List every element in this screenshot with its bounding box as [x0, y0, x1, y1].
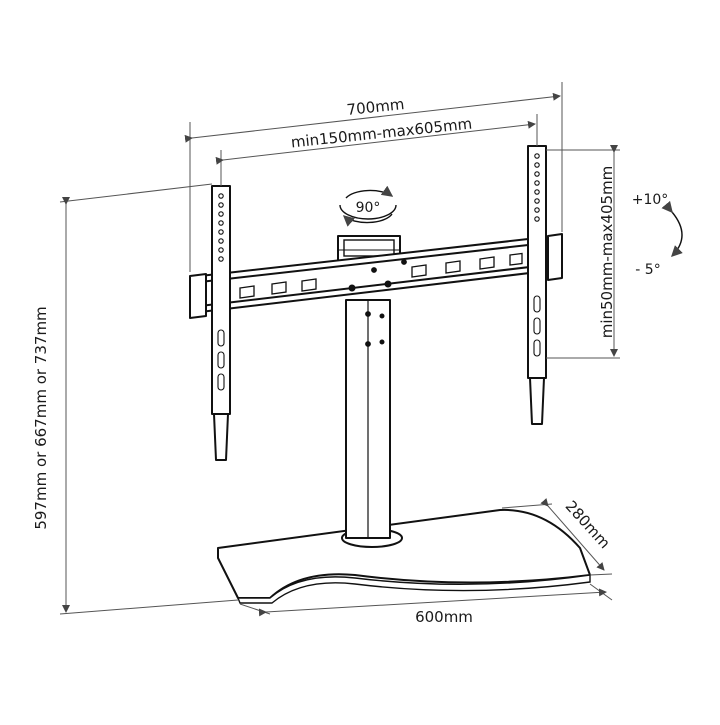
dimension-lines: [59, 82, 620, 617]
horizontal-rail: [189, 233, 563, 319]
swivel-label: 90°: [356, 200, 381, 216]
total-width-label: 700mm: [346, 95, 405, 119]
height-label: 597mm or 667mm or 737mm: [32, 306, 50, 529]
vesa-horizontal-label: min150mm-max605mm: [290, 115, 473, 152]
swivel-indicator: [339, 185, 397, 227]
vesa-vertical-label: min50mm-max405mm: [598, 166, 616, 339]
column: [341, 299, 403, 548]
right-vertical-arm: [527, 145, 547, 425]
left-vertical-arm: [211, 185, 231, 461]
base-width-label: 600mm: [415, 608, 473, 626]
base-plate: [217, 508, 591, 604]
tilt-down-label: - 5°: [635, 262, 660, 278]
tilt-arrow: [661, 200, 683, 257]
tilt-up-label: +10°: [632, 192, 669, 208]
